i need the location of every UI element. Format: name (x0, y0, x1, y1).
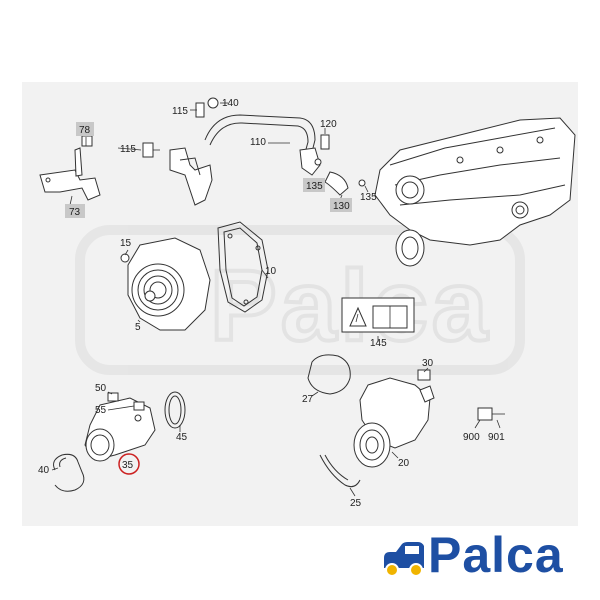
callout-55: 55 (95, 405, 107, 416)
thermostat-housing (307, 354, 505, 488)
callout-115-top: 115 (172, 106, 188, 117)
callout-30: 30 (422, 358, 434, 369)
callout-27: 27 (302, 394, 314, 405)
callout-110: 110 (250, 137, 266, 148)
callout-73: 73 (69, 207, 81, 218)
callout-50: 50 (95, 383, 107, 394)
brand-logo-text: Palca (428, 527, 564, 583)
pump-gasket (217, 221, 269, 313)
palca-logo (384, 542, 424, 577)
leader-lines (51, 102, 501, 497)
callout-25: 25 (350, 498, 362, 509)
callout-145: 145 (370, 338, 387, 349)
warning-label (341, 297, 415, 333)
callout-45: 45 (176, 432, 188, 443)
callout-901: 901 (488, 432, 505, 443)
callout-115-left: 115 (120, 144, 136, 155)
callout-10: 10 (265, 266, 277, 277)
callout-900: 900 (463, 432, 480, 443)
callout-130-shade (330, 198, 352, 212)
callout-135a-shade (303, 178, 325, 192)
callout-78: 78 (79, 125, 91, 136)
callout-labels: 78 73 115 115 140 110 120 135 130 135 10… (38, 98, 505, 509)
callout-40: 40 (38, 465, 50, 476)
callout-73-shade (65, 204, 85, 218)
callout-20: 20 (398, 458, 410, 469)
callout-35: 35 (122, 460, 134, 471)
callout-78-shade (76, 122, 94, 136)
callout-140: 140 (222, 98, 239, 109)
car-icon (384, 542, 424, 577)
engine-block (374, 117, 576, 267)
callout-130: 130 (333, 201, 350, 212)
callout-5: 5 (135, 322, 141, 333)
callout-135a: 135 (306, 181, 323, 192)
mounting-bracket (39, 135, 101, 206)
highlight-circle (118, 453, 140, 475)
coolant-outlet (53, 391, 186, 492)
water-pump (120, 237, 211, 331)
callout-120: 120 (320, 119, 337, 130)
callout-15: 15 (120, 238, 132, 249)
callout-135b: 135 (360, 192, 377, 203)
coolant-pipe-assembly (142, 97, 366, 206)
